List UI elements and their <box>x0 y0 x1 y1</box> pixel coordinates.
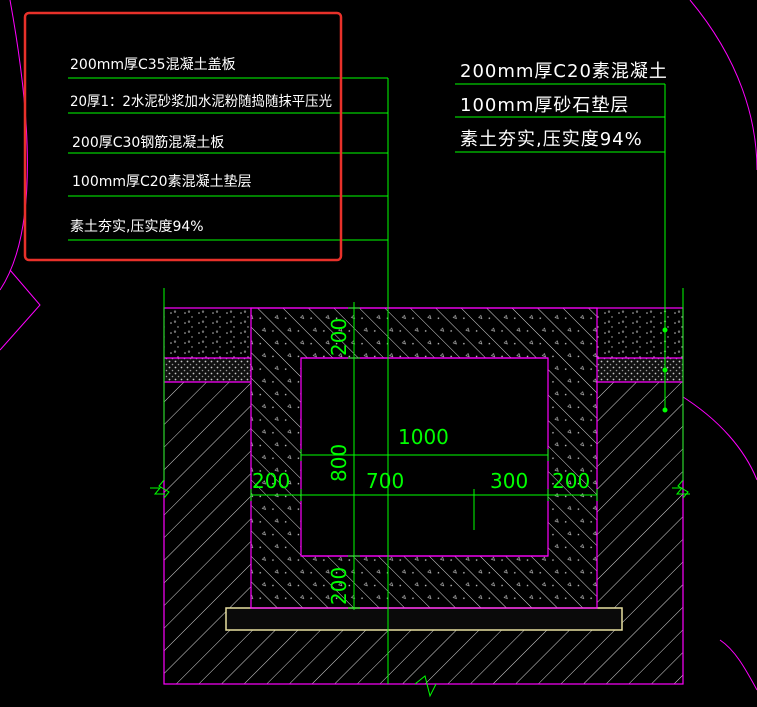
boundary-arcs <box>0 0 757 691</box>
concrete-pavement-left <box>164 308 251 358</box>
cover-slab <box>251 308 597 358</box>
dim-span-left: 700 <box>366 469 404 493</box>
dim-left-wall: 200 <box>252 469 290 493</box>
sand-layer-left <box>164 358 251 382</box>
dim-top-thickness: 200 <box>327 318 351 356</box>
soil-left <box>164 382 251 684</box>
dim-bottom-thickness: 200 <box>327 567 351 605</box>
left-callout-line-4: 100mm厚C20素混凝土垫层 <box>72 174 252 190</box>
left-callout-line-1: 200mm厚C35混凝土盖板 <box>70 57 236 73</box>
right-callout-line-1: 200mm厚C20素混凝土 <box>460 61 668 82</box>
left-callout-line-2: 20厚1：2水泥砂浆加水泥粉随捣随抹平压光 <box>70 93 332 110</box>
bottom-slab <box>251 556 597 608</box>
dim-right-wall: 200 <box>552 469 590 493</box>
dim-span-right: 300 <box>490 469 528 493</box>
dim-overall-width: 1000 <box>398 425 449 449</box>
right-callout: 200mm厚C20素混凝土 100mm厚砂石垫层 素土夯实,压实度94% <box>460 61 668 150</box>
leader-lines <box>68 77 668 684</box>
right-callout-line-3: 素土夯实,压实度94% <box>460 129 643 150</box>
highlight-box <box>23 11 343 262</box>
sand-layer-right <box>597 358 683 382</box>
dim-height: 800 <box>327 444 351 482</box>
right-callout-line-2: 100mm厚砂石垫层 <box>460 95 629 116</box>
left-callout: 200mm厚C35混凝土盖板 20厚1：2水泥砂浆加水泥粉随捣随抹平压光 200… <box>70 57 332 235</box>
left-callout-line-3: 200厚C30钢筋混凝土板 <box>72 134 224 151</box>
outlines <box>163 307 684 685</box>
dimension-lines <box>250 302 598 610</box>
inner-opening <box>300 357 549 557</box>
concrete-pavement-right <box>597 308 683 358</box>
cushion-layer <box>225 607 623 631</box>
break-lines <box>150 288 690 698</box>
soil-right <box>597 382 683 684</box>
left-callout-line-5: 素土夯实,压实度94% <box>70 219 204 235</box>
